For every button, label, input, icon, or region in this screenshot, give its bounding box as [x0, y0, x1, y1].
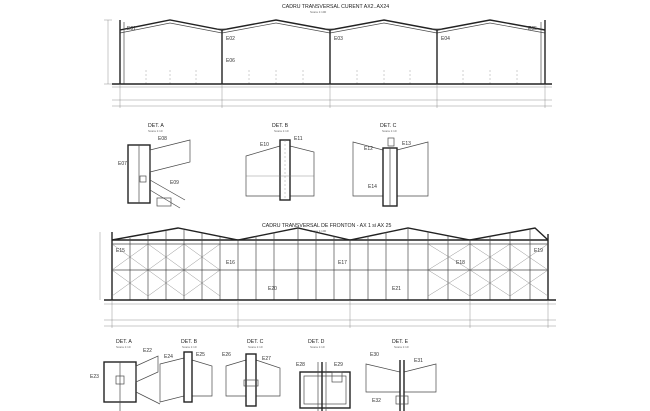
detail-b-2: DET. B Scara 1:10 E24 E25	[159, 339, 213, 403]
tag: E24	[164, 354, 173, 360]
tag: E02	[226, 36, 235, 42]
detail-d-2: DET. D Scara 1:10 E28 E29	[296, 339, 351, 411]
tag: E28	[296, 362, 305, 368]
detail-title: DET. D	[308, 339, 325, 345]
tag: E13	[402, 141, 411, 147]
details-row-1: DET. A Scara 1:10 E07 E08 E09 DET. B Sca…	[118, 123, 429, 209]
tag: E11	[294, 136, 303, 142]
tag: E30	[370, 352, 379, 358]
tag: E18	[456, 260, 465, 266]
frame-2-drawing: CADRU TRANSVERSAL DE FRONTON - AX 1 si A…	[99, 223, 556, 328]
detail-scale: Scara 1:10	[182, 345, 197, 349]
frame-1-title: CADRU TRANSVERSAL CURENT AX2..AX24	[282, 4, 389, 10]
detail-c-2: DET. C Scara 1:10 E26 E27	[222, 339, 281, 407]
tag: E20	[268, 286, 277, 292]
detail-title: DET. E	[392, 339, 409, 345]
tag: E07	[118, 161, 127, 167]
detail-title: DET. C	[247, 339, 264, 345]
detail-title: DET. C	[380, 123, 397, 129]
frame-2-title: CADRU TRANSVERSAL DE FRONTON - AX 1 si A…	[262, 223, 391, 229]
tag: E29	[334, 362, 343, 368]
detail-scale: Scara 1:10	[274, 129, 289, 133]
tag: E27	[262, 356, 271, 362]
tag: E26	[222, 352, 231, 358]
tag: E21	[392, 286, 401, 292]
detail-title: DET. B	[181, 339, 198, 345]
tag: E15	[116, 248, 125, 254]
tag: E01	[127, 26, 136, 32]
detail-b-1: DET. B Scara 1:10 E10 E11	[245, 123, 315, 201]
detail-scale: Scara 1:10	[310, 345, 325, 349]
detail-scale: Scara 1:10	[394, 345, 409, 349]
frame-1-drawing: CADRU TRANSVERSAL CURENT AX2..AX24 Scara…	[104, 4, 552, 108]
detail-a-1: DET. A Scara 1:10 E07 E08 E09	[118, 123, 191, 209]
tag: E05	[528, 26, 537, 32]
tag: E09	[170, 180, 179, 186]
tag: E06	[226, 58, 235, 64]
tag: E14	[368, 184, 377, 190]
tag: E04	[441, 36, 450, 42]
tag: E08	[158, 136, 167, 142]
tag: E17	[338, 260, 347, 266]
frame-1-scale: Scara 1:100	[310, 10, 327, 14]
detail-e-2: DET. E Scara 1:10 E30 E31 E32	[365, 339, 437, 411]
tag: E03	[334, 36, 343, 42]
tag: E22	[143, 348, 152, 354]
detail-a-2: DET. A Scara 1:10 E22 E23	[90, 339, 161, 411]
tag: E23	[90, 374, 99, 380]
detail-scale: Scara 1:10	[248, 345, 263, 349]
detail-scale: Scara 1:10	[116, 345, 131, 349]
tag: E25	[196, 352, 205, 358]
tag: E16	[226, 260, 235, 266]
detail-title: DET. A	[148, 123, 164, 129]
detail-scale: Scara 1:10	[382, 129, 397, 133]
frame-2-scale: Scara 1:100	[310, 229, 327, 233]
detail-c-1: DET. C Scara 1:10 E12 E13 E14	[352, 123, 429, 207]
tag: E32	[372, 398, 381, 404]
tag: E10	[260, 142, 269, 148]
details-row-2: DET. A Scara 1:10 E22 E23 DET. B Scara 1…	[90, 339, 437, 411]
tag: E19	[534, 248, 543, 254]
tag: E31	[414, 358, 423, 364]
tag: E12	[364, 146, 373, 152]
detail-title: DET. A	[116, 339, 132, 345]
detail-scale: Scara 1:10	[148, 129, 163, 133]
detail-title: DET. B	[272, 123, 289, 129]
